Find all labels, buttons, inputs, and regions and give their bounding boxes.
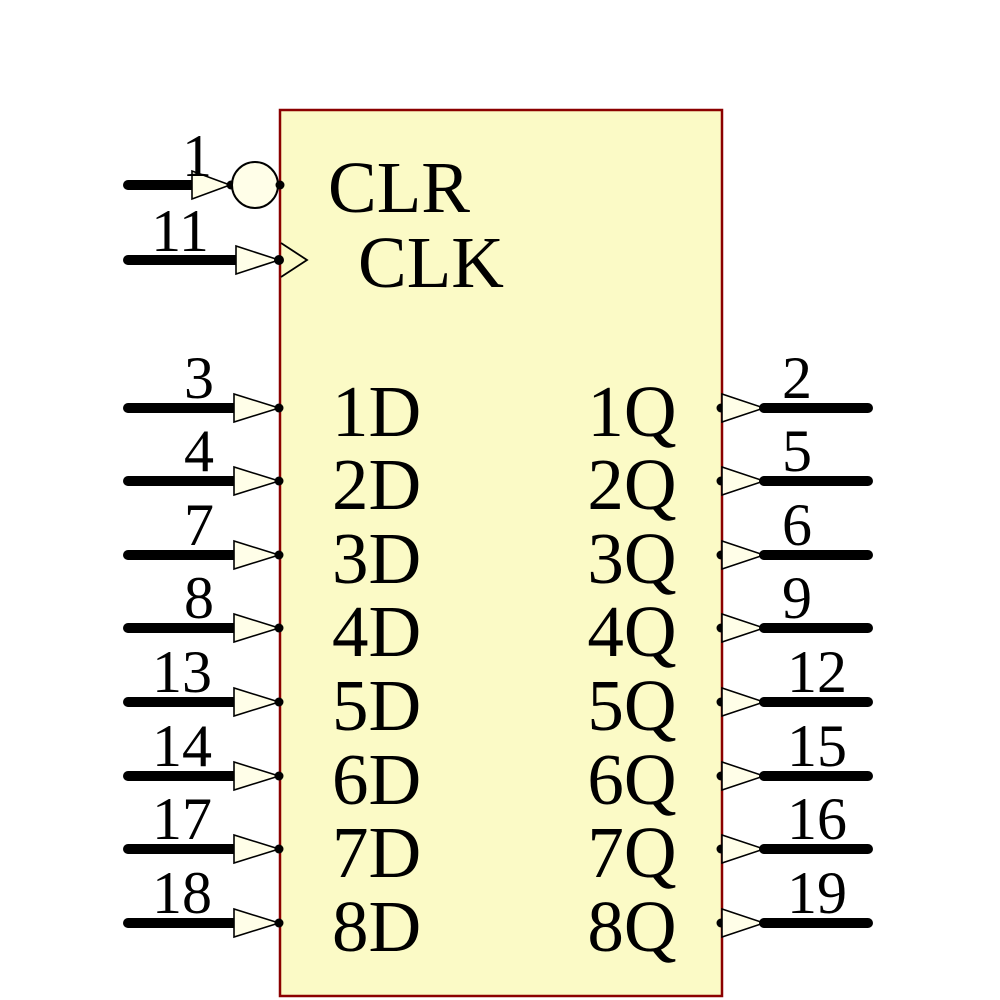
pin-label: CLK bbox=[358, 222, 504, 303]
pin-number: 16 bbox=[787, 786, 847, 852]
pin-label: 4Q bbox=[587, 591, 676, 672]
pin-label: CLR bbox=[328, 147, 470, 228]
input-pin-7D: 17 7D bbox=[123, 786, 421, 893]
arrowhead-icon bbox=[721, 465, 767, 497]
pin-number: 17 bbox=[152, 786, 212, 852]
arrowhead-icon bbox=[721, 760, 767, 792]
input-pin-2D: 4 2D bbox=[123, 418, 421, 525]
pin-number: 15 bbox=[787, 713, 847, 779]
pin-dot bbox=[274, 403, 284, 413]
pin-dot bbox=[274, 844, 284, 854]
pin-label: 1Q bbox=[587, 371, 676, 452]
arrowhead-icon bbox=[233, 612, 282, 644]
pin-label: 8Q bbox=[587, 886, 676, 967]
pin-label: 5Q bbox=[587, 665, 676, 746]
pin-number: 2 bbox=[782, 345, 812, 411]
pin-label: 6D bbox=[332, 739, 421, 820]
pin-number: 8 bbox=[184, 565, 214, 631]
pin-number: 6 bbox=[782, 492, 812, 558]
pin-number: 19 bbox=[787, 860, 847, 926]
pin-label: 4D bbox=[332, 591, 421, 672]
pin-number: 7 bbox=[184, 492, 214, 558]
input-pin-5D: 13 5D bbox=[123, 639, 421, 746]
pin-number: 9 bbox=[782, 565, 812, 631]
input-pin-4D: 8 4D bbox=[123, 565, 421, 672]
pin-number: 11 bbox=[151, 198, 209, 264]
pin-number: 3 bbox=[184, 345, 214, 411]
clock-edge-icon bbox=[280, 242, 309, 278]
inversion-bubble-icon bbox=[231, 161, 279, 209]
output-pin-5Q: 12 5Q bbox=[587, 639, 873, 746]
control-pin-CLK: 11 CLK bbox=[123, 198, 504, 303]
arrowhead-icon bbox=[721, 686, 767, 718]
output-pin-1Q: 2 1Q bbox=[587, 345, 873, 452]
pin-label: 7Q bbox=[587, 812, 676, 893]
pin-dot bbox=[275, 180, 285, 190]
arrowhead-icon bbox=[721, 612, 767, 644]
output-pin-7Q: 16 7Q bbox=[587, 786, 873, 893]
arrowhead-icon bbox=[233, 465, 282, 497]
arrowhead-icon bbox=[191, 169, 233, 201]
input-pin-6D: 14 6D bbox=[123, 713, 421, 820]
data-pins: 3 1D 4 2D 7 3D 8 4D 13 5D 14 6D 17 7D 18 8D 2 1Q 5 2Q 6 3Q 9 4Q… bbox=[123, 345, 873, 967]
arrowhead-icon bbox=[233, 907, 282, 939]
output-pin-2Q: 5 2Q bbox=[587, 418, 873, 525]
pin-dot bbox=[274, 623, 284, 633]
pin-label: 3D bbox=[332, 518, 421, 599]
arrowhead-icon bbox=[233, 833, 282, 865]
input-pin-1D: 3 1D bbox=[123, 345, 421, 452]
pin-label: 1D bbox=[332, 371, 421, 452]
pin-number: 4 bbox=[184, 418, 214, 484]
output-pin-3Q: 6 3Q bbox=[587, 492, 873, 599]
ic-body bbox=[278, 108, 724, 998]
output-pin-6Q: 15 6Q bbox=[587, 713, 873, 820]
pin-number: 13 bbox=[152, 639, 212, 705]
arrowhead-icon bbox=[233, 760, 282, 792]
arrowhead-icon bbox=[233, 686, 282, 718]
control-pin-CLR: 1 CLR bbox=[123, 123, 470, 228]
pin-label: 2Q bbox=[587, 444, 676, 525]
pin-label: 5D bbox=[332, 665, 421, 746]
arrowhead-icon bbox=[233, 539, 282, 571]
input-pin-3D: 7 3D bbox=[123, 492, 421, 599]
output-pin-4Q: 9 4Q bbox=[587, 565, 873, 672]
pin-dot bbox=[274, 697, 284, 707]
pin-number: 1 bbox=[182, 123, 212, 189]
pin-dot bbox=[274, 255, 284, 265]
pin-label: 3Q bbox=[587, 518, 676, 599]
output-pin-8Q: 19 8Q bbox=[587, 860, 873, 967]
arrowhead-icon bbox=[721, 392, 767, 424]
pin-number: 14 bbox=[152, 713, 212, 779]
pin-label: 8D bbox=[332, 886, 421, 967]
pin-number: 12 bbox=[787, 639, 847, 705]
pin-label: 7D bbox=[332, 812, 421, 893]
pin-dot bbox=[274, 771, 284, 781]
arrowhead-icon bbox=[721, 907, 767, 939]
input-pin-8D: 18 8D bbox=[123, 860, 421, 967]
pin-dot bbox=[274, 476, 284, 486]
pin-number: 5 bbox=[782, 418, 812, 484]
pin-label: 6Q bbox=[587, 739, 676, 820]
arrowhead-icon bbox=[721, 833, 767, 865]
pin-label: 2D bbox=[332, 444, 421, 525]
pin-number: 18 bbox=[152, 860, 212, 926]
arrowhead-icon bbox=[721, 539, 767, 571]
arrowhead-icon bbox=[233, 392, 282, 424]
pin-dot bbox=[274, 918, 284, 928]
arrowhead-icon bbox=[235, 244, 282, 276]
pin-dot bbox=[274, 550, 284, 560]
